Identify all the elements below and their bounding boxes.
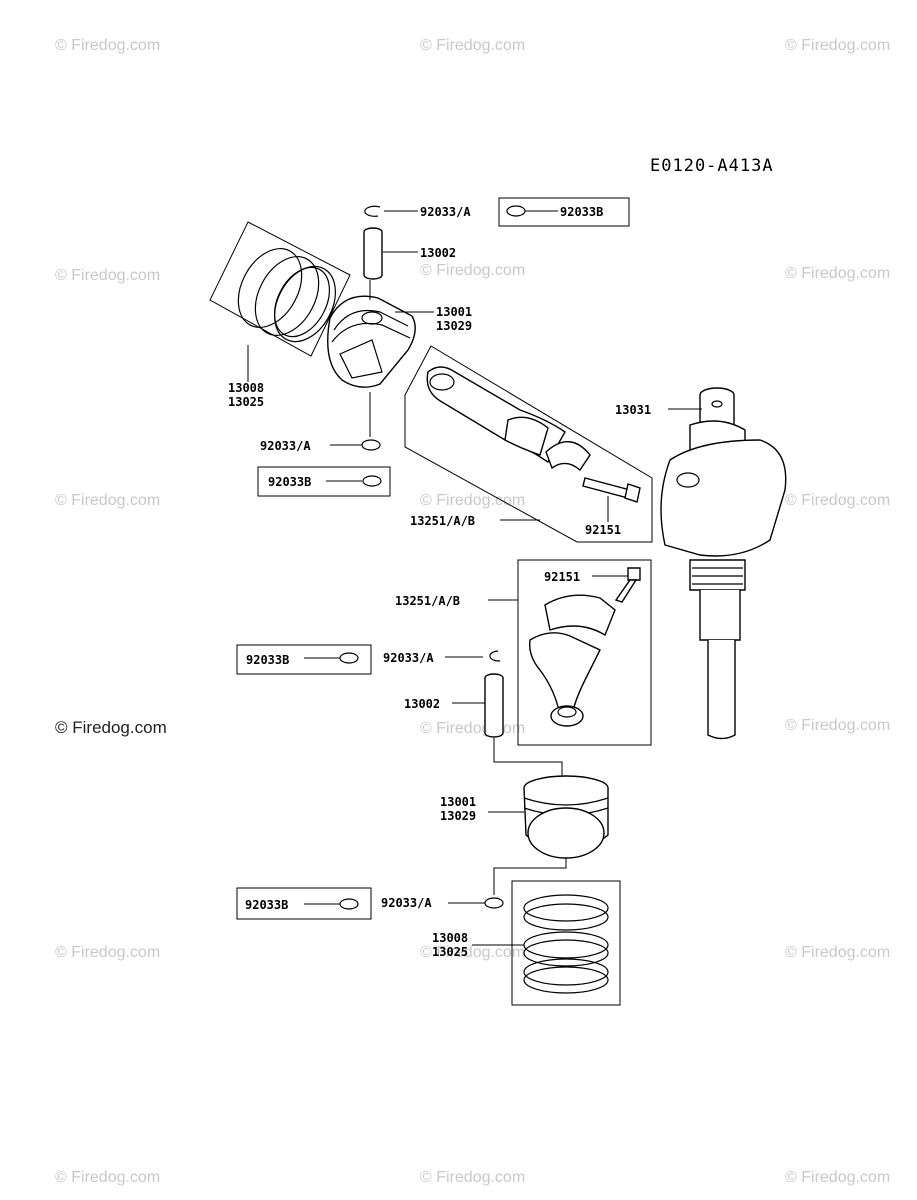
part-label: 13001: [436, 305, 472, 319]
watermark: © Firedog.com: [420, 492, 525, 509]
watermark: © Firedog.com: [785, 1169, 890, 1186]
snap-ring-icon: [362, 475, 382, 487]
watermark: © Firedog.com: [785, 265, 890, 282]
part-label: 92033/A: [383, 651, 434, 665]
part-label: 13001: [440, 795, 476, 809]
piston-rings-icon: [523, 894, 609, 994]
watermark: © Firedog.com: [55, 944, 160, 961]
watermark: © Firedog.com: [420, 944, 525, 961]
part-label: 92033/A: [381, 896, 432, 910]
part-label: 92033B: [245, 898, 288, 912]
part-label: 13025: [228, 395, 264, 409]
piston-pin-icon: [484, 673, 504, 738]
watermark: © Firedog.com: [55, 267, 160, 284]
piston-icon: [327, 295, 416, 388]
watermark: © Firedog.com: [785, 37, 890, 54]
watermark: © Firedog.com: [420, 262, 525, 279]
snap-ring-icon: [484, 897, 504, 909]
part-label: 92033/A: [260, 439, 311, 453]
snap-ring-icon: [364, 205, 381, 217]
watermark: © Firedog.com: [420, 720, 525, 737]
part-label: 92033B: [560, 205, 603, 219]
watermark: © Firedog.com: [785, 492, 890, 509]
bolt-icon: [582, 477, 641, 503]
snap-ring-icon: [339, 652, 359, 664]
piston-icon: [523, 775, 609, 859]
snap-ring-icon: [361, 439, 381, 451]
snap-ring-icon: [339, 898, 359, 910]
snap-ring-icon: [506, 205, 526, 217]
bolt-icon: [614, 567, 641, 603]
part-label: 13025: [432, 945, 468, 959]
snap-ring-icon: [489, 650, 501, 662]
watermark: © Firedog.com: [55, 718, 167, 737]
part-label: 13008: [228, 381, 264, 395]
part-label: 13002: [420, 246, 456, 260]
part-label: 92151: [585, 523, 621, 537]
connecting-rod-icon: [529, 594, 616, 727]
part-label: 13002: [404, 697, 440, 711]
watermark: © Firedog.com: [55, 37, 160, 54]
part-label: 13251/A/B: [395, 594, 460, 608]
watermarks: © Firedog.com © Firedog.com © Firedog.co…: [55, 37, 890, 1186]
watermark: © Firedog.com: [55, 1169, 160, 1186]
conrod-box: [404, 345, 653, 543]
crankshaft-icon: [660, 387, 787, 740]
part-label-box: [257, 466, 391, 497]
piston-pin-icon: [363, 227, 383, 280]
watermark: © Firedog.com: [55, 492, 160, 509]
part-label: 13008: [432, 931, 468, 945]
rings-box: [511, 880, 621, 1006]
part-label-box: [236, 644, 372, 675]
part-label-box: [236, 887, 372, 920]
part-label: 13251/A/B: [410, 514, 475, 528]
watermark: © Firedog.com: [420, 37, 525, 54]
part-label: 92033B: [246, 653, 289, 667]
watermark: © Firedog.com: [785, 717, 890, 734]
part-label: 92033/A: [420, 205, 471, 219]
watermark: © Firedog.com: [785, 944, 890, 961]
part-label: 13029: [440, 809, 476, 823]
diagram-code: E0120-A413A: [650, 156, 774, 176]
piston-rings-icon: [209, 221, 351, 357]
watermark: © Firedog.com: [420, 1169, 525, 1186]
part-label-box: [498, 197, 630, 227]
part-label: 92151: [544, 570, 580, 584]
part-label: 13029: [436, 319, 472, 333]
conrod-box: [517, 559, 652, 746]
connecting-rod-icon: [426, 366, 591, 472]
part-label: 92033B: [268, 475, 311, 489]
part-label: 13031: [615, 403, 651, 417]
